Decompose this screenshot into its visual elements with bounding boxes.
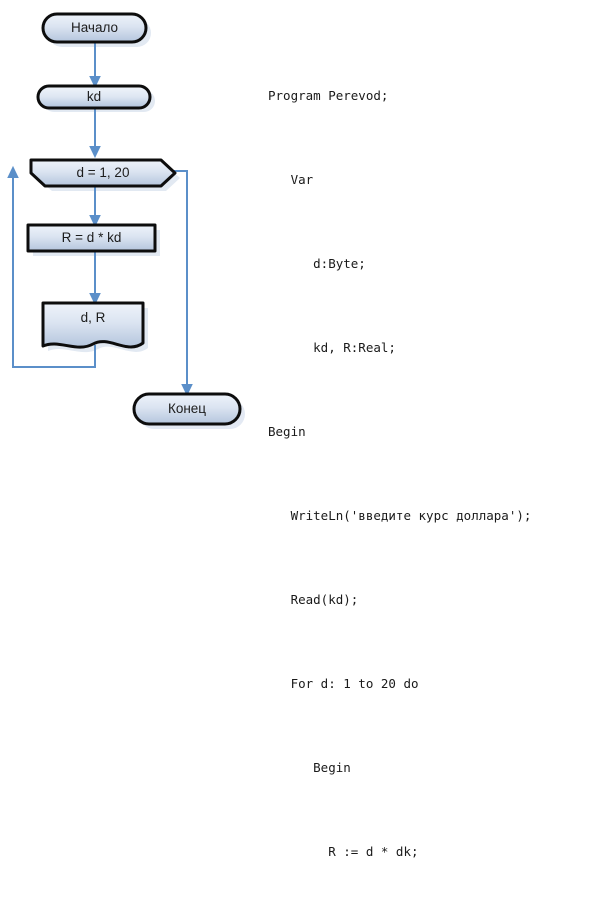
- code-line: For d: 1 to 20 do: [268, 676, 419, 691]
- node-output-shape[interactable]: [41, 301, 145, 349]
- code-line: R := d * dk;: [268, 844, 419, 859]
- code-line: Program Perevod;: [268, 88, 389, 103]
- edge-output-loopback: [7, 165, 96, 368]
- pascal-code-listing: Program Perevod; Var d:Byte; kd, R:Real;…: [268, 26, 600, 900]
- node-start-shape[interactable]: [41, 12, 148, 44]
- node-end-shape[interactable]: [132, 392, 242, 426]
- code-line: WriteLn('введите курс доллара');: [268, 508, 532, 523]
- node-process-shape[interactable]: [26, 223, 157, 253]
- node-loop-shape[interactable]: [29, 158, 177, 188]
- code-line: Var: [268, 172, 314, 187]
- code-line: Read(kd);: [268, 592, 359, 607]
- edge-loop-to-end: [160, 170, 193, 397]
- code-line: Begin: [268, 760, 351, 775]
- shapes: [26, 12, 242, 426]
- code-line: kd, R:Real;: [268, 340, 396, 355]
- node-input-shape[interactable]: [36, 84, 152, 110]
- code-line: d:Byte;: [268, 256, 366, 271]
- flowchart-canvas: [7, 12, 245, 429]
- code-line: Begin: [268, 424, 306, 439]
